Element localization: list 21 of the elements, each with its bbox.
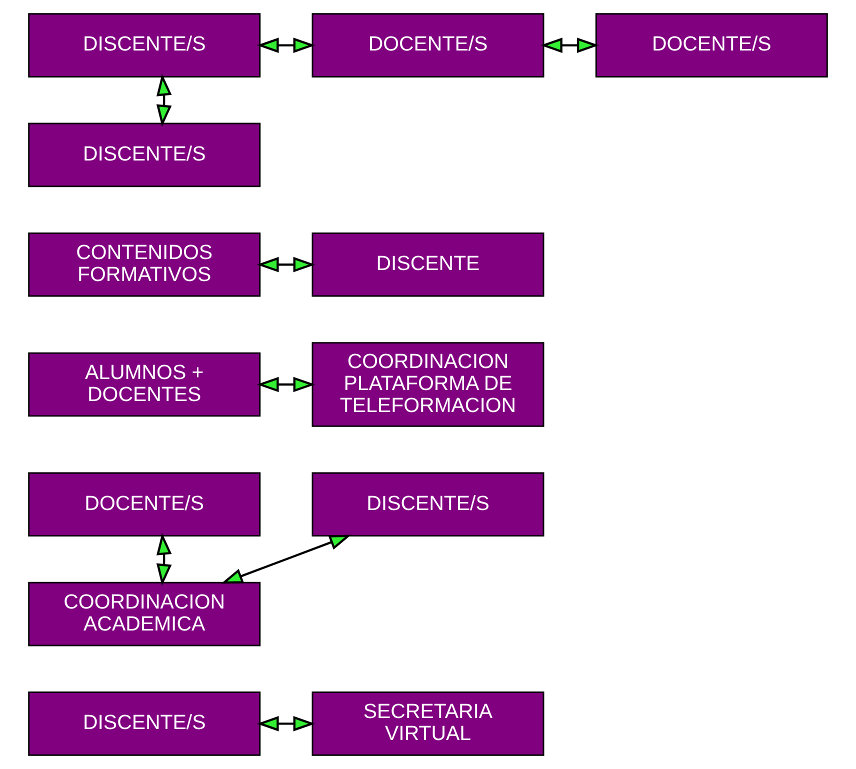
node-box: DISCENTE/S [312, 472, 544, 537]
node-box: CONTENIDOS FORMATIVOS [28, 232, 261, 297]
arrow [256, 256, 316, 272]
node-box: DISCENTE/S [28, 13, 261, 78]
arrow [156, 532, 172, 586]
arrow [256, 38, 316, 53]
node-box: DOCENTE/S [312, 13, 544, 78]
node-box: COORDINACION PLATAFORMA DE TELEFORMACION [312, 342, 544, 427]
node-box: SECRETARIA VIRTUAL [312, 692, 544, 756]
node-box: DOCENTE/S [595, 13, 828, 78]
node-box: DOCENTE/S [28, 472, 261, 537]
arrow [156, 74, 172, 127]
node-box: ALUMNOS + DOCENTES [28, 352, 261, 417]
arrow [220, 534, 352, 584]
arrow [256, 376, 316, 392]
node-box: DISCENTE/S [28, 692, 261, 756]
arrow [540, 38, 599, 53]
node-box: DISCENTE [312, 232, 544, 297]
node-box: DISCENTE/S [28, 122, 261, 188]
node-box: COORDINACION ACADEMICA [28, 582, 261, 646]
arrow [256, 716, 316, 732]
